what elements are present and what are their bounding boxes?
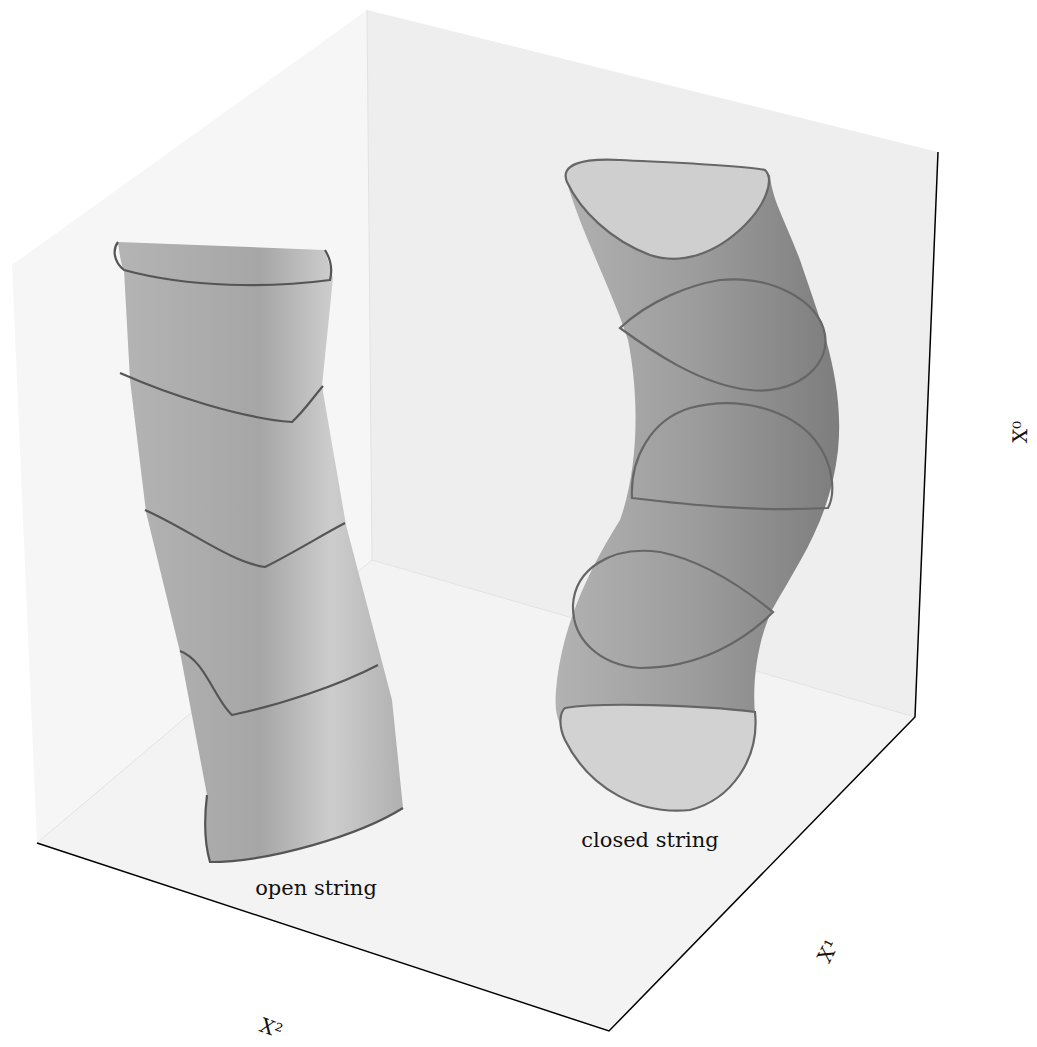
string-loop (560, 705, 755, 811)
worldsheet-label: closed string (581, 829, 718, 852)
string-curve (205, 795, 403, 862)
string-curve (120, 373, 323, 422)
closed-worldsheet (556, 165, 840, 811)
string-loop (573, 551, 773, 668)
pane-edge (367, 10, 372, 560)
floor-pane (37, 560, 915, 1031)
open-worldsheet (118, 242, 403, 862)
string-loop (566, 160, 769, 259)
string-loop (620, 279, 825, 390)
string-curve (115, 242, 332, 285)
axis-label: X² (257, 1014, 285, 1042)
axis-line (37, 152, 938, 1031)
string-curve (180, 651, 378, 715)
string-curve (145, 510, 345, 567)
axis-label: X⁰ (1009, 420, 1032, 443)
axis-label: X¹ (813, 936, 843, 966)
string-loop (632, 403, 832, 509)
worldsheet-label: open string (255, 877, 377, 900)
